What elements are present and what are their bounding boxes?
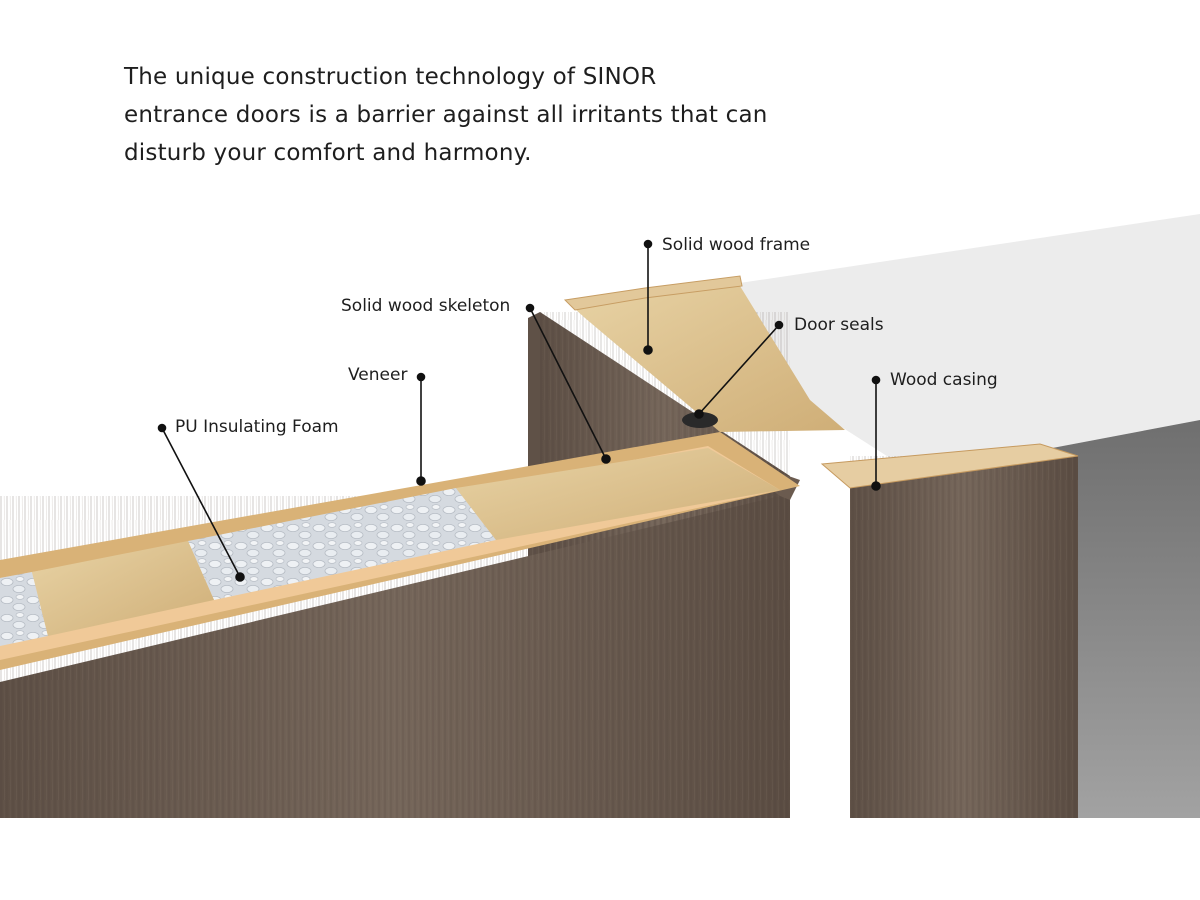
callout-line-pu-foam xyxy=(161,427,241,578)
frame-top-plywood-edge xyxy=(563,275,743,311)
headline-line-1: The unique construction technology of SI… xyxy=(124,64,657,90)
headline-line-2: entrance doors is a barrier against all … xyxy=(124,102,768,128)
door-leaf xyxy=(0,432,800,818)
callout-dot-door-seals-end xyxy=(694,409,704,419)
callout-dot-veneer-start xyxy=(416,372,426,382)
skeleton-block-left xyxy=(32,541,214,636)
callout-dot-solid-wood-frame-end xyxy=(643,345,653,355)
label-solid-wood-frame: Solid wood frame xyxy=(662,235,811,255)
skeleton-block-right xyxy=(456,448,780,540)
callout-dot-veneer-end xyxy=(416,476,426,486)
callout-line-solid-wood-skeleton xyxy=(529,307,607,460)
door-seal xyxy=(682,412,718,428)
wall-top-surface xyxy=(640,214,1200,474)
label-solid-wood-skeleton: Solid wood skeleton xyxy=(341,296,511,316)
frame-top-solid-wood xyxy=(565,286,845,432)
label-pu-insulating-foam: PU Insulating Foam xyxy=(175,417,339,437)
casing-top-plywood xyxy=(820,443,1079,489)
foam-block-main xyxy=(188,488,496,600)
callout-dot-solid-wood-skeleton-end xyxy=(601,454,611,464)
headline: The unique construction technology of SI… xyxy=(124,58,824,172)
label-wood-casing: Wood casing xyxy=(890,370,998,390)
casing-grain xyxy=(850,456,1078,818)
callout-dot-solid-wood-skeleton-start xyxy=(525,303,535,313)
callout-dot-solid-wood-frame-start xyxy=(643,239,653,249)
callouts xyxy=(157,239,881,582)
callout-dot-wood-casing-end xyxy=(871,481,881,491)
label-door-seals: Door seals xyxy=(794,315,884,335)
callout-dot-pu-foam-start xyxy=(157,423,167,433)
callout-line-door-seals xyxy=(698,324,780,415)
headline-line-3: disturb your comfort and harmony. xyxy=(124,140,532,166)
callout-dot-pu-foam-end xyxy=(235,572,245,582)
foam-block-left xyxy=(0,572,48,646)
wood-casing xyxy=(820,443,1079,818)
label-veneer: Veneer xyxy=(348,365,408,385)
callout-dot-door-seals-start xyxy=(774,320,784,330)
callout-dot-wood-casing-start xyxy=(871,375,881,385)
